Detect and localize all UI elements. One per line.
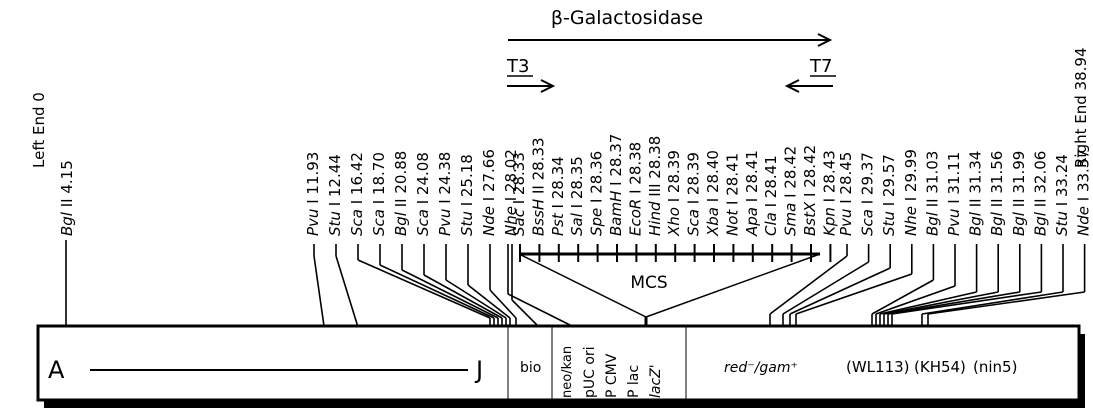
bio-label: bio: [520, 360, 541, 376]
site-leader-line: [875, 285, 956, 315]
site-label: Stu I 25.18: [458, 154, 476, 236]
site-label: Sal I 28.35: [568, 156, 586, 236]
site-label: Stu I 33.24: [1053, 154, 1071, 236]
site-label: BstX I 28.42: [801, 145, 819, 236]
site-label: Stu I 29.57: [880, 154, 898, 236]
t7-label: T7: [809, 56, 832, 77]
site-label: Pvu I 31.11: [945, 152, 963, 236]
t7-arrowhead: [784, 79, 800, 93]
site-leader-line: [891, 291, 1042, 315]
site-leader-line: [511, 299, 539, 327]
site-label: Sca I 16.42: [348, 152, 366, 236]
red-gam-label: red⁻/gam⁺: [724, 360, 798, 376]
site-label: Bgl II 32.06: [1031, 151, 1049, 236]
site-leader-line: [445, 279, 507, 319]
site-label: Bgl II 4.15: [58, 160, 76, 236]
site-label: Spe I 28.36: [588, 151, 606, 236]
lacz-label: lacZ': [648, 364, 664, 398]
site-label: Bgl II 31.99: [1010, 151, 1028, 236]
site-label: Sca I 24.08: [414, 152, 432, 236]
site-label: BamH I 28.37: [607, 134, 625, 236]
arm-right-letter: J: [474, 356, 483, 384]
site-leader-line: [795, 273, 913, 315]
site-leader-line: [379, 264, 495, 319]
site-label: Xho I 28.39: [665, 150, 683, 237]
site-label: Stu I 12.44: [326, 154, 344, 236]
mcs-ticks: [519, 244, 832, 262]
t3-arrowhead: [540, 79, 556, 93]
puc-ori-label: pUC ori: [582, 346, 598, 398]
site-leader-line: [789, 267, 891, 315]
site-label: Sca I 28.39: [685, 152, 703, 236]
site-label: Nhe I 29.99: [902, 149, 920, 236]
site-label: Apa I 28.41: [743, 150, 761, 237]
site-label: Pvu I 28.45: [837, 152, 855, 236]
site-leader-line: [927, 291, 1085, 315]
site-leader-line: [401, 269, 499, 319]
site-label: Pst I 28.34: [549, 156, 567, 236]
beta-galactosidase-arrowhead: [817, 33, 833, 47]
site-label: Kpn I 28.43: [820, 150, 838, 236]
wl113-label: (WL113): [846, 358, 910, 376]
site-label: Sca I 18.70: [370, 152, 388, 236]
arm-left-letter: A: [48, 356, 65, 384]
site-leader-line: [357, 259, 491, 319]
site-leader-line: [871, 279, 934, 315]
site-label: BssH II 28.33: [529, 137, 547, 236]
site-label: Bgl II 20.88: [392, 151, 410, 236]
site-label: Nhe I 28.02: [502, 149, 520, 236]
mcs-funnel-right: [645, 253, 821, 318]
site-label: Bgl II 31.34: [967, 151, 985, 236]
site-label: Left End 0: [30, 92, 48, 168]
cassette-labels: neo/kan pUC ori P CMV P lac lacZ': [560, 346, 664, 398]
site-leader-line: [887, 291, 1020, 315]
neo-kan-label: neo/kan: [560, 346, 575, 398]
site-label: Right End 38.94: [1072, 48, 1090, 168]
site-label: Not I 28.41: [723, 153, 741, 236]
site-label: Sca I 29.37: [859, 152, 877, 236]
site-label: Bgl II 31.03: [923, 151, 941, 236]
site-label: Pvu I 24.38: [436, 152, 454, 236]
site-leader-line: [489, 289, 517, 319]
site-label: Bgl II 31.56: [988, 151, 1006, 236]
site-label: Sac I 28.33: [510, 152, 528, 236]
site-label: Xba I 28.40: [704, 150, 722, 237]
site-leader-line: [879, 291, 977, 315]
site-label: Sma I 28.42: [782, 146, 800, 236]
site-leader-line: [423, 274, 503, 319]
site-leader-line: [507, 293, 573, 327]
site-leader-line: [883, 291, 999, 315]
mcs-label: MCS: [630, 273, 667, 293]
site-label: Hind III 28.38: [646, 136, 664, 236]
mcs-funnel-left: [518, 253, 647, 318]
nin5-label: (nin5): [973, 358, 1017, 376]
site-label: EcoR I 28.38: [626, 142, 644, 236]
p-lac-label: P lac: [626, 365, 642, 398]
p-cmv-label: P CMV: [604, 353, 620, 398]
site-label: Nde I 27.66: [480, 149, 498, 236]
site-label: Cla I 28.41: [762, 155, 780, 236]
site-leader-line: [921, 291, 1064, 315]
site-label: Pvu I 11.93: [304, 152, 322, 236]
vector-body: [36, 324, 1081, 402]
site-leader-line: [782, 261, 870, 315]
site-leader-line: [769, 255, 848, 315]
site-label: Nde I 33.37: [1075, 149, 1093, 236]
t3-label: T3: [506, 56, 529, 77]
kh54-label: (KH54): [914, 358, 966, 376]
site-leader-line: [467, 284, 511, 319]
beta-galactosidase-title: β-Galactosidase: [551, 7, 703, 29]
